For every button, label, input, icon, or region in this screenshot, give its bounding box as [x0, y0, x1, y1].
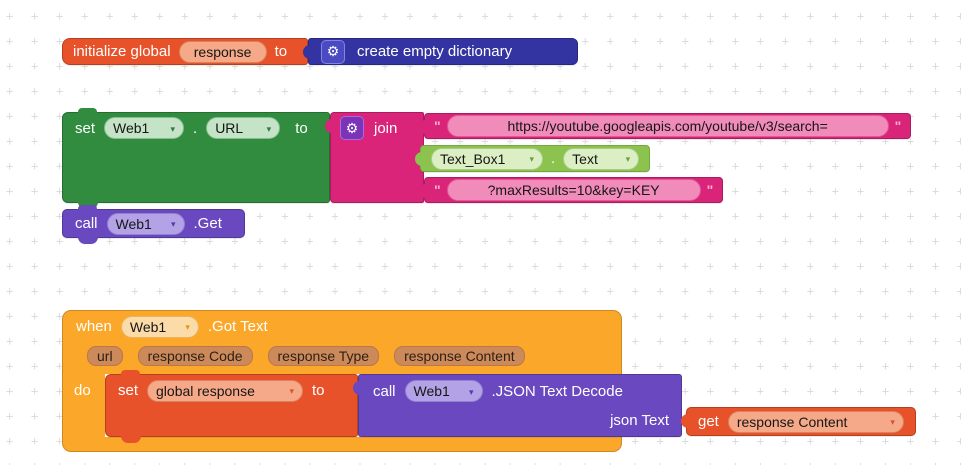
to-label: to — [295, 119, 308, 137]
variable-name-field[interactable]: response — [178, 40, 267, 63]
json-text-arg-label: json Text — [610, 412, 669, 429]
url-text-string-block[interactable]: " https://youtube.googleapis.com/youtube… — [418, 113, 912, 139]
property-dropdown-text[interactable]: Text ▾ — [563, 147, 640, 170]
dropdown-arrow-icon: ▾ — [289, 386, 295, 396]
component-dropdown-web1[interactable]: Web1 ▾ — [404, 380, 483, 402]
mutator-gear-icon[interactable]: ⚙ — [321, 39, 345, 64]
call-label: call — [75, 215, 98, 232]
set-label: set — [75, 119, 96, 137]
initialize-global-label: initialize global — [73, 43, 171, 60]
set-web1-url-block[interactable]: set Web1 ▾ . URL ▾ to — [62, 108, 330, 209]
url-string-field[interactable]: https://youtube.googleapis.com/youtube/v… — [446, 115, 889, 137]
component-dropdown-web1[interactable]: Web1 ▾ — [120, 315, 199, 338]
when-block-bottom-bar[interactable] — [62, 437, 622, 452]
join-text-block[interactable]: ⚙ join — [325, 112, 424, 203]
create-empty-dictionary-label: create empty dictionary — [357, 43, 513, 60]
initialize-global-variable-block[interactable]: initialize global response to — [62, 38, 308, 65]
property-dropdown-url[interactable]: URL ▾ — [206, 117, 281, 139]
dropdown-arrow-icon: ▾ — [529, 154, 534, 164]
variable-dropdown-response-content[interactable]: response Content ▾ — [727, 410, 904, 433]
event-param-response-code[interactable]: response Code — [137, 346, 253, 366]
component-dropdown-textbox1[interactable]: Text_Box1 ▾ — [431, 147, 543, 170]
dropdown-arrow-icon: ▾ — [266, 123, 272, 134]
when-block-do-arm[interactable]: do — [62, 374, 105, 437]
textbox1-text-getter-block[interactable]: Text_Box1 ▾ . Text ▾ — [414, 145, 651, 172]
call-label: call — [373, 382, 396, 400]
params-string-field[interactable]: ?maxResults=10&key=KEY — [446, 179, 701, 201]
event-param-url[interactable]: url — [87, 346, 123, 366]
get-response-content-block[interactable]: get response Content ▾ — [681, 407, 916, 436]
component-dropdown-web1[interactable]: Web1 ▾ — [106, 212, 185, 235]
do-label: do — [74, 382, 91, 399]
when-label: when — [76, 318, 112, 335]
close-quote: " — [894, 118, 902, 134]
dropdown-arrow-icon: ▾ — [170, 123, 176, 134]
method-label: .JSON Text Decode — [491, 382, 623, 400]
dot-separator: . — [551, 150, 556, 167]
to-label: to — [274, 43, 288, 60]
method-label: .Get — [193, 215, 222, 232]
get-label: get — [698, 413, 719, 430]
open-quote: " — [434, 182, 441, 198]
component-dropdown-web1[interactable]: Web1 ▾ — [104, 117, 185, 139]
dropdown-arrow-icon: ▾ — [890, 417, 895, 427]
dot-separator: . — [193, 119, 198, 137]
join-label: join — [374, 119, 398, 137]
close-quote: " — [706, 182, 714, 198]
dropdown-arrow-icon: ▾ — [170, 219, 176, 229]
mutator-gear-icon[interactable]: ⚙ — [340, 116, 364, 140]
set-label: set — [118, 382, 139, 399]
create-empty-dictionary-block[interactable]: ⚙ create empty dictionary — [303, 38, 578, 65]
dropdown-arrow-icon: ▾ — [625, 154, 631, 164]
when-web1-gottext-block[interactable]: when Web1 ▾ .Got Text url response Code … — [62, 310, 622, 374]
to-label: to — [312, 382, 325, 399]
event-label: .Got Text — [207, 318, 268, 335]
event-param-response-type[interactable]: response Type — [267, 346, 380, 366]
call-web1-json-text-decode-block[interactable]: call Web1 ▾ .JSON Text Decode json Text — [353, 374, 682, 437]
params-text-string-block[interactable]: " ?maxResults=10&key=KEY " — [418, 177, 724, 203]
set-global-response-block[interactable]: set global response ▾ to — [105, 370, 358, 443]
open-quote: " — [434, 118, 441, 134]
call-web1-get-block[interactable]: call Web1 ▾ .Get — [62, 205, 245, 244]
event-param-response-content[interactable]: response Content — [394, 346, 525, 366]
dropdown-arrow-icon: ▾ — [185, 322, 190, 332]
dropdown-arrow-icon: ▾ — [468, 386, 474, 397]
variable-dropdown-global-response[interactable]: global response ▾ — [147, 379, 304, 402]
